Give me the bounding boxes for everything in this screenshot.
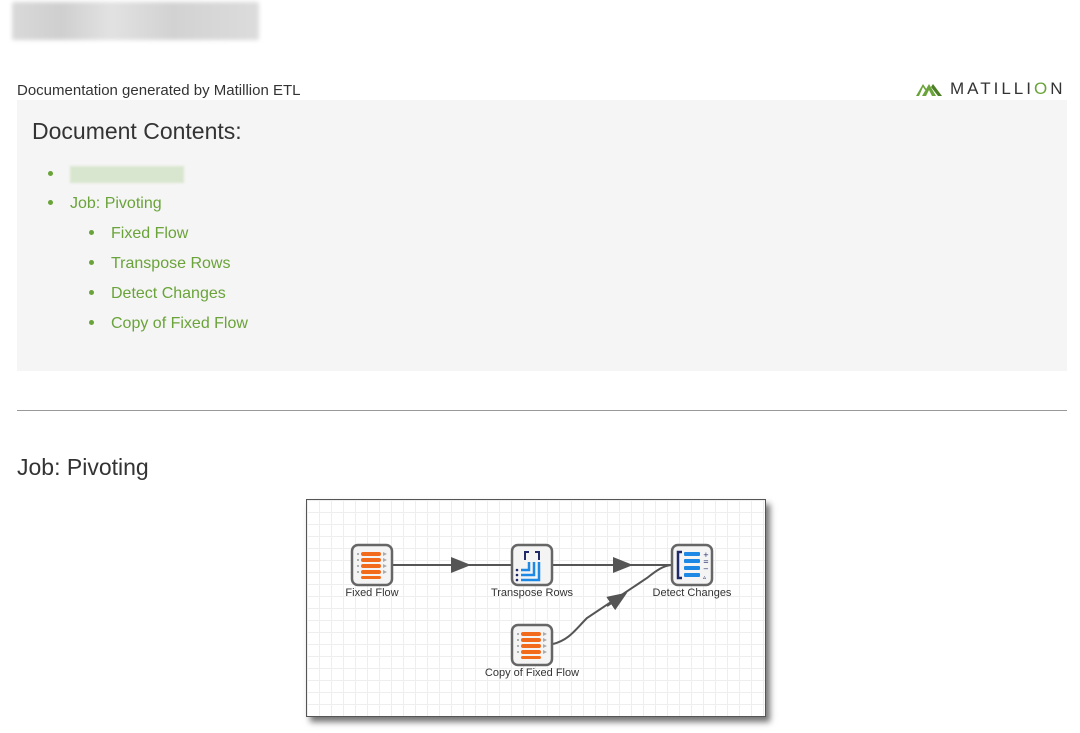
section-divider	[17, 410, 1067, 411]
document-contents-panel: Document Contents: Job: Pivoting Fixed F…	[17, 100, 1067, 371]
node-label-transpose-rows: Transpose Rows	[490, 587, 574, 599]
brand-wordmark: MATILLION	[950, 79, 1066, 98]
svg-text:+: +	[703, 551, 709, 559]
fixed-flow-icon[interactable]	[350, 543, 394, 587]
toc-link-copy-of-fixed-flow[interactable]: Copy of Fixed Flow	[111, 315, 248, 332]
node-label-fixed-flow: Fixed Flow	[345, 587, 399, 599]
connector-copy-to-detect	[552, 564, 672, 645]
node-label-copy-of-fixed-flow: Copy of Fixed Flow	[484, 667, 580, 679]
job-diagram: + = − ▵ Fixed Flow Transpose Rows Detect…	[306, 499, 766, 717]
svg-text:=: =	[703, 558, 709, 566]
svg-text:▵: ▵	[703, 574, 706, 581]
bullet	[89, 290, 94, 296]
transpose-rows-icon[interactable]	[510, 543, 554, 587]
redacted-logo	[12, 2, 259, 40]
bullet	[89, 320, 94, 326]
toc-subitem-copy-of-fixed-flow[interactable]: Copy of Fixed Flow	[89, 314, 248, 334]
job-section-title: Job: Pivoting	[17, 454, 149, 480]
bullet	[89, 260, 94, 266]
generated-by-text: Documentation generated by Matillion ETL	[17, 82, 301, 99]
toc-link-transpose-rows[interactable]: Transpose Rows	[111, 255, 231, 272]
toc-item-job-pivoting[interactable]: Job: Pivoting	[48, 194, 162, 214]
toc-subitem-fixed-flow[interactable]: Fixed Flow	[89, 224, 188, 244]
node-label-detect-changes: Detect Changes	[652, 587, 732, 599]
bullet	[48, 200, 53, 206]
copy-fixed-flow-icon[interactable]	[510, 623, 554, 667]
toc-item-redacted[interactable]	[48, 165, 184, 185]
toc-link-detect-changes[interactable]: Detect Changes	[111, 285, 226, 302]
toc-subitem-detect-changes[interactable]: Detect Changes	[89, 284, 226, 304]
svg-text:−: −	[703, 565, 709, 573]
contents-title: Document Contents:	[32, 118, 242, 144]
detect-changes-icon[interactable]: + = − ▵	[670, 543, 714, 587]
matillion-logo: MATILLION	[916, 78, 1066, 100]
toc-link-job-pivoting[interactable]: Job: Pivoting	[70, 195, 162, 212]
redacted-link	[70, 166, 184, 184]
bullet	[89, 230, 94, 236]
matillion-mark-icon	[916, 84, 942, 96]
bullet	[48, 171, 53, 177]
toc-link-fixed-flow[interactable]: Fixed Flow	[111, 225, 189, 242]
toc-subitem-transpose-rows[interactable]: Transpose Rows	[89, 254, 230, 274]
